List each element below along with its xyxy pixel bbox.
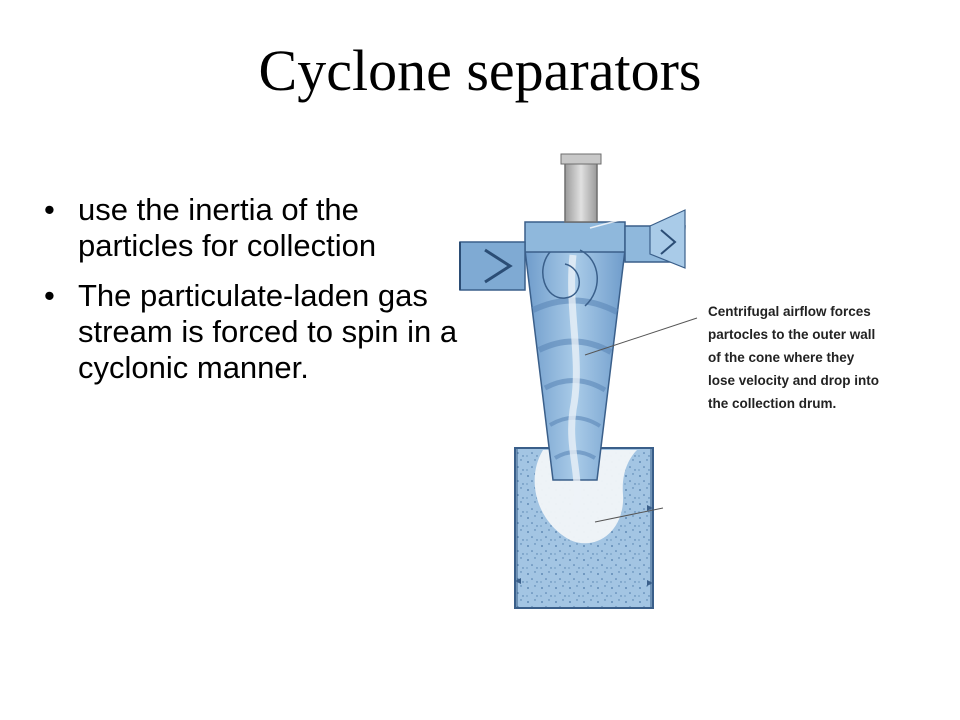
vortex-finder-tube bbox=[560, 153, 636, 229]
leader-line-cone bbox=[584, 317, 698, 356]
gas-outlet bbox=[624, 209, 686, 269]
cyclone-diagram: Centrifugal airflow forces partocles to … bbox=[459, 153, 883, 609]
bullet-item-spin: The particulate-laden gas stream is forc… bbox=[44, 278, 464, 386]
bullet-item-inertia: use the inertia of the particles for col… bbox=[44, 192, 464, 264]
bullet-list: use the inertia of the particles for col… bbox=[44, 192, 464, 400]
slide-title: Cyclone separators bbox=[258, 38, 702, 103]
diagram-annotation: Centrifugal airflow forces partocles to … bbox=[708, 304, 883, 411]
leader-line-drum bbox=[594, 507, 664, 523]
gas-inlet bbox=[459, 241, 526, 291]
